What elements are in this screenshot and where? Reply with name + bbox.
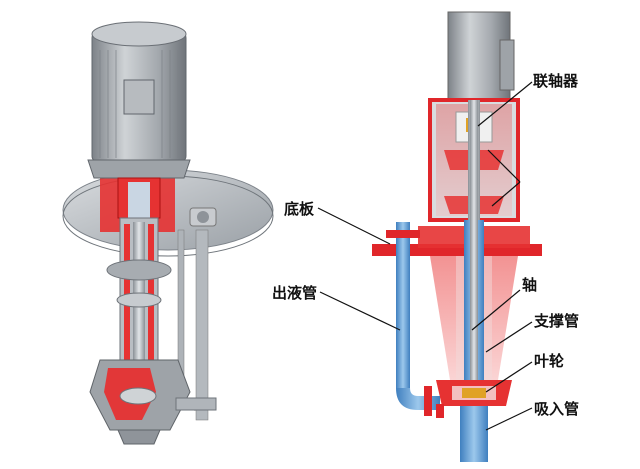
label-shaft: 轴 [522,276,538,294]
motor-icon [87,21,191,179]
suction-pipe-section [460,406,488,462]
motor-housing [447,11,515,107]
vertical-pump-icon [89,359,217,445]
label-base-plate: 底板 [284,200,315,218]
label-suction-pipe: 吸入管 [534,400,580,418]
support-pipe-section [430,100,518,400]
right-section-schematic [317,11,542,462]
leader-lines [317,81,533,431]
left-pump-illustration [62,21,274,445]
impeller-section [436,380,512,406]
label-coupling: 联轴器 [533,72,579,90]
base-plate-disc [62,169,274,257]
discharge-pipe-section [386,222,444,418]
label-discharge-pipe: 出液管 [272,284,318,302]
label-support-pipe: 支撑管 [534,312,580,330]
label-impeller: 叶轮 [534,352,565,370]
